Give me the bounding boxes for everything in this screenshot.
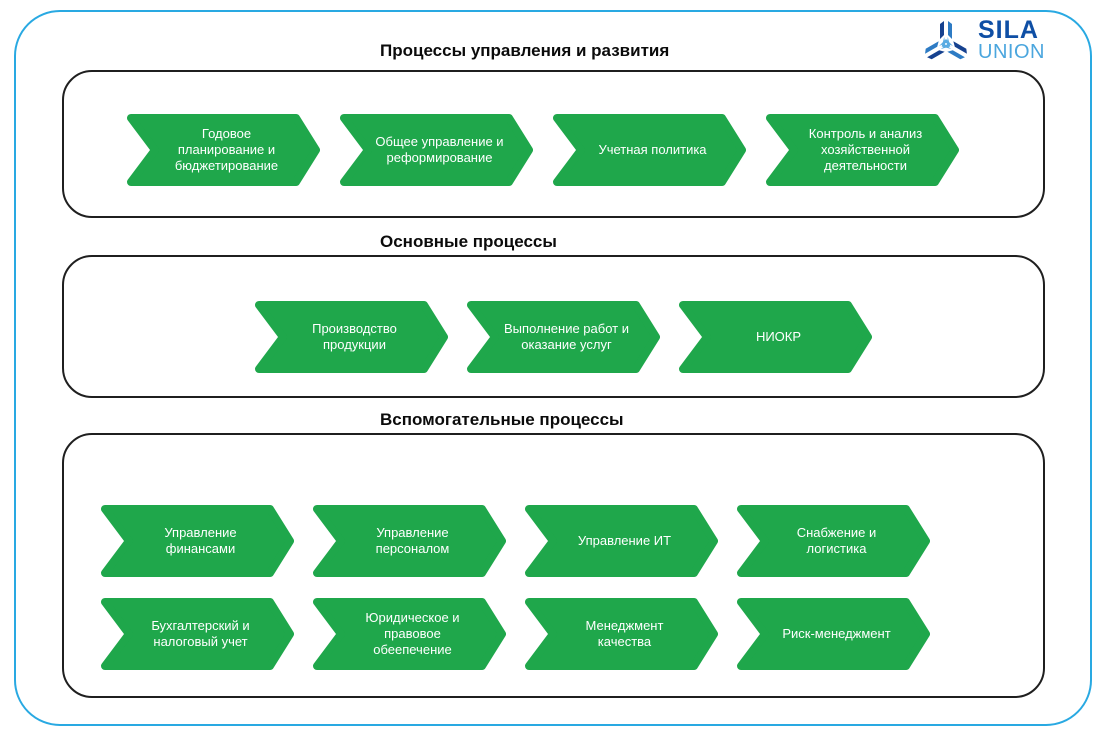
logo-text: SILA UNION (978, 18, 1045, 63)
sila-union-logo: SILA UNION (922, 18, 1045, 66)
process-arrow[interactable]: Управление финансами (101, 505, 294, 577)
process-arrow-label: Бухгалтерский и налоговый учет (151, 618, 250, 649)
process-arrow-label: Выполнение работ и оказание услуг (504, 321, 629, 352)
process-arrow[interactable]: Бухгалтерский и налоговый учет (101, 598, 294, 670)
process-arrow[interactable]: Риск-менеджмент (737, 598, 930, 670)
process-arrow[interactable]: Выполнение работ и оказание услуг (467, 301, 660, 373)
process-arrow-label: НИОКР (755, 329, 802, 344)
process-arrow-label: Управление ИТ (577, 533, 672, 548)
process-arrow-label: Производство продукции (312, 321, 397, 352)
process-arrow-label: Управление финансами (164, 525, 237, 556)
process-arrow[interactable]: Учетная политика (553, 114, 746, 186)
process-arrow[interactable]: Управление ИТ (525, 505, 718, 577)
process-arrow-label: Риск-менеджмент (782, 626, 891, 641)
process-arrow-label: Годовое планирование и бюджетирование (174, 126, 279, 173)
section-title-core: Основные процессы (380, 232, 557, 251)
process-arrow-label: Учетная политика (598, 142, 707, 157)
sila-union-logo-icon (922, 21, 970, 62)
process-arrow[interactable]: НИОКР (679, 301, 872, 373)
process-arrow[interactable]: Общее управление и реформирование (340, 114, 533, 186)
process-arrow-label: Снабжение и логистика (796, 525, 877, 556)
process-arrow[interactable]: Производство продукции (255, 301, 448, 373)
process-arrow-label: Управление персоналом (375, 525, 450, 556)
section-title-management: Процессы управления и развития (380, 41, 670, 60)
process-arrow-label: Менеджмент качества (585, 618, 664, 649)
process-arrow[interactable]: Снабжение и логистика (737, 505, 930, 577)
process-arrow[interactable]: Юридическое и правовое обеепечение (313, 598, 506, 670)
process-arrow[interactable]: Менеджмент качества (525, 598, 718, 670)
process-arrow[interactable]: Контроль и анализ хозяйственной деятельн… (766, 114, 959, 186)
logo-text-sila: SILA (978, 16, 1039, 44)
process-arrow-label: Контроль и анализ хозяйственной деятельн… (808, 126, 923, 173)
process-arrow-label: Общее управление и реформирование (375, 134, 504, 165)
process-arrow[interactable]: Годовое планирование и бюджетирование (127, 114, 320, 186)
section-title-support: Вспомогательные процессы (380, 410, 624, 429)
process-arrow[interactable]: Управление персоналом (313, 505, 506, 577)
logo-text-union: UNION (978, 41, 1045, 63)
process-arrow-label: Юридическое и правовое обеепечение (365, 610, 460, 657)
